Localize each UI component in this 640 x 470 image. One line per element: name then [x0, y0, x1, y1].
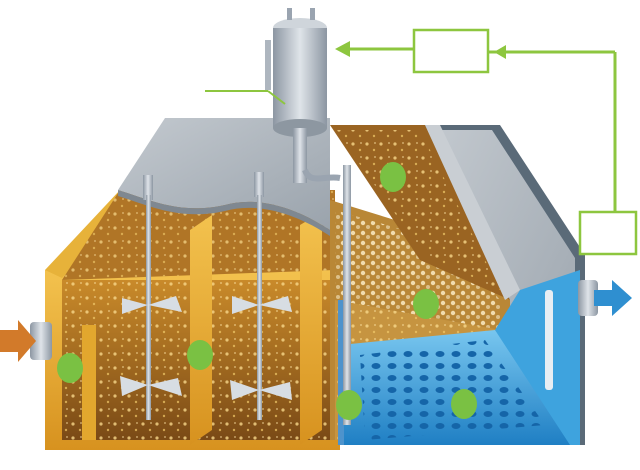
baffle-1 [190, 215, 212, 445]
marker-chamber-1 [57, 353, 83, 383]
inlet-pipe [0, 320, 52, 362]
arrow-left-icon [494, 45, 506, 59]
marker-settling-top [380, 162, 406, 192]
agitator-2 [230, 172, 292, 420]
arrow-right-icon [594, 280, 632, 316]
filter-bed-ramp [330, 125, 520, 300]
control-lines [205, 41, 617, 212]
tank-cover [118, 118, 330, 236]
marker-chamber-2 [187, 340, 213, 370]
controller-box-side [578, 210, 638, 256]
outlet-pipe [578, 280, 632, 316]
reaction-tank [45, 190, 340, 450]
clear-water-chamber [338, 270, 580, 445]
vessel-icon [265, 8, 341, 183]
marker-group [57, 162, 477, 420]
controller-box-top [412, 28, 490, 74]
marker-clear-water [451, 389, 477, 419]
marker-settling-bottom [336, 390, 362, 420]
arrow-right-icon [0, 320, 36, 362]
propeller-icon [230, 296, 292, 400]
baffle-2 [300, 212, 322, 445]
agitator-1 [120, 175, 182, 420]
probe [343, 165, 351, 425]
level-gauge [545, 290, 553, 390]
marker-settling-mid [413, 289, 439, 319]
inlet-weir [82, 325, 96, 440]
arrow-left-icon [335, 41, 350, 57]
perforated-plate [360, 340, 545, 440]
propeller-icon [120, 296, 182, 396]
